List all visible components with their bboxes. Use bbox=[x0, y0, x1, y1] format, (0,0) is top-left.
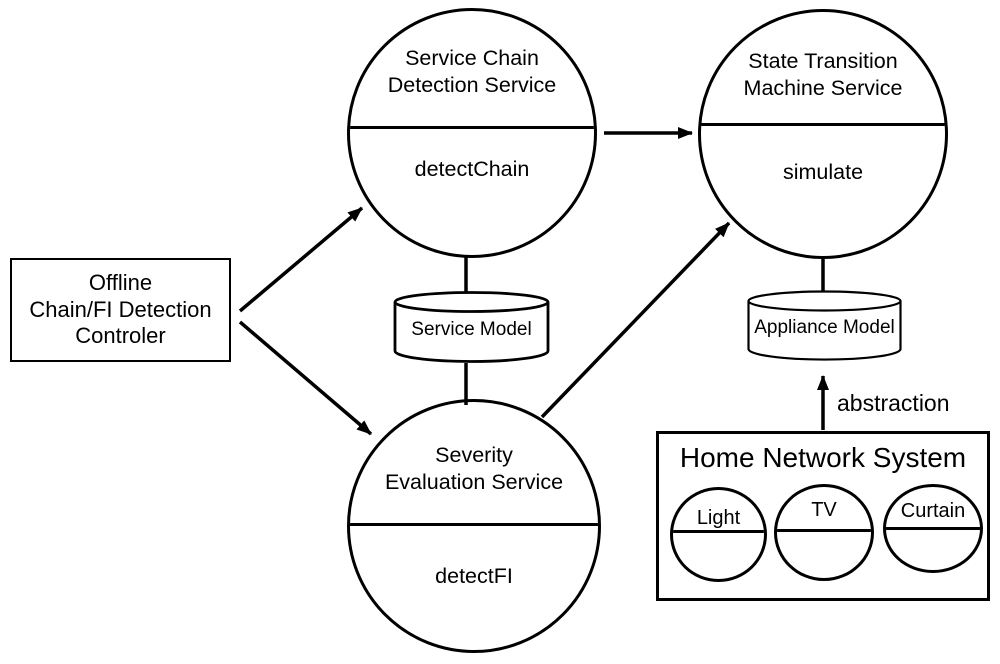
service-model-datastore: Service Model bbox=[393, 291, 550, 364]
service-chain-detection-service-circle: Service Chain Detection Service detectCh… bbox=[347, 8, 597, 258]
appliance-tv-divider bbox=[777, 529, 871, 532]
severity-evaluation-service-circle: Severity Evaluation Service detectFI bbox=[347, 399, 601, 653]
home-network-system-title: Home Network System bbox=[679, 442, 967, 473]
service-chain-title: Service Chain Detection Service bbox=[350, 45, 594, 99]
severity-evaluation-title-line1: Severity bbox=[435, 443, 513, 467]
state-transition-divider bbox=[701, 123, 945, 126]
edge-severity-to-state-transition bbox=[540, 221, 731, 419]
state-transition-machine-service-circle: State Transition Machine Service simulat… bbox=[698, 9, 948, 259]
service-chain-title-line2: Detection Service bbox=[387, 73, 557, 97]
appliance-curtain-label: Curtain bbox=[900, 500, 966, 522]
offline-controller-line2: Chain/FI Detection bbox=[29, 296, 212, 322]
appliance-light-label: Light bbox=[696, 507, 741, 529]
service-model-label: Service Model bbox=[411, 319, 532, 340]
service-chain-title-line1: Service Chain bbox=[405, 46, 539, 70]
state-transition-operation: simulate bbox=[782, 160, 864, 184]
appliance-model-label: Appliance Model bbox=[754, 317, 895, 338]
appliance-curtain-circle: Curtain bbox=[883, 484, 983, 573]
offline-controller-box: Offline Chain/FI Detection Controler bbox=[10, 258, 231, 362]
severity-evaluation-divider bbox=[350, 523, 598, 526]
state-transition-title: State Transition Machine Service bbox=[701, 48, 945, 102]
appliance-light-circle: Light bbox=[670, 487, 767, 582]
service-chain-divider bbox=[350, 126, 594, 129]
home-network-system-box: Home Network System Light TV Curtain bbox=[656, 431, 990, 601]
offline-controller-line1: Offline bbox=[88, 270, 153, 296]
state-transition-title-line2: Machine Service bbox=[743, 76, 903, 100]
appliance-model-datastore: Appliance Model bbox=[747, 290, 902, 362]
severity-evaluation-operation: detectFI bbox=[435, 564, 513, 588]
severity-evaluation-title: Severity Evaluation Service bbox=[350, 442, 598, 496]
edge-offline-to-severity bbox=[238, 320, 373, 436]
service-chain-operation: detectChain bbox=[414, 157, 530, 181]
severity-evaluation-title-line2: Evaluation Service bbox=[384, 470, 564, 494]
cylinder-shape bbox=[393, 291, 550, 363]
abstraction-edge-label: abstraction bbox=[837, 390, 950, 416]
appliance-curtain-divider bbox=[886, 527, 980, 530]
state-transition-title-line1: State Transition bbox=[748, 49, 898, 73]
edge-offline-to-service-chain bbox=[238, 206, 364, 313]
appliance-light-divider bbox=[673, 530, 764, 533]
offline-controller-line3: Controler bbox=[75, 323, 166, 349]
appliance-tv-circle: TV bbox=[774, 484, 874, 581]
cylinder-shape bbox=[747, 290, 902, 361]
appliance-tv-label: TV bbox=[811, 499, 837, 521]
